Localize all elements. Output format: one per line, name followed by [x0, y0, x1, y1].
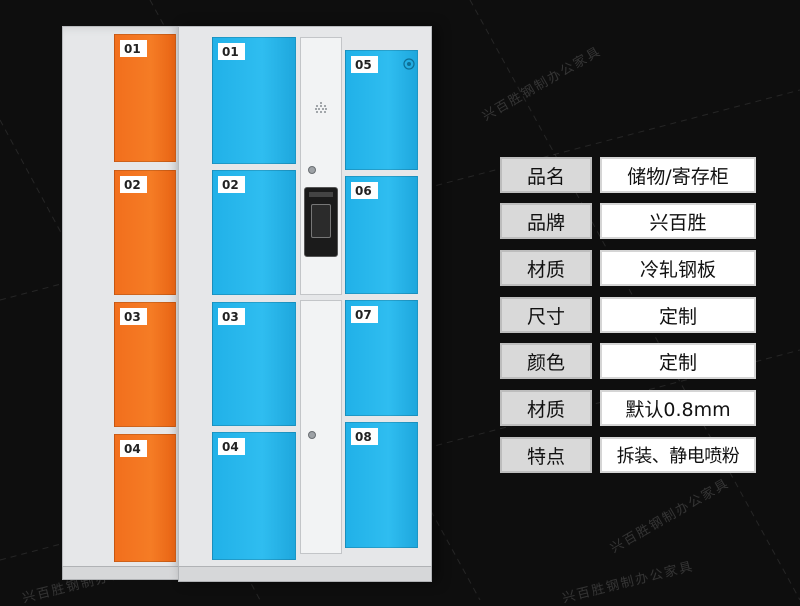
locker-door-front-01[interactable]: 01 — [212, 37, 296, 164]
locker-door-front-02[interactable]: 02 — [212, 170, 296, 295]
spec-label: 品名 — [500, 157, 592, 193]
spec-label: 尺寸 — [500, 297, 592, 333]
control-column-lower — [300, 300, 342, 554]
locker-door-left-02[interactable]: 02 — [114, 170, 176, 295]
door-number: 04 — [120, 440, 147, 457]
door-number: 02 — [218, 176, 245, 193]
locker-door-left-04[interactable]: 04 — [114, 434, 176, 562]
locker-door-front-08[interactable]: 08 — [345, 422, 418, 548]
lock-icon[interactable] — [308, 166, 316, 174]
spec-label: 材质 — [500, 390, 592, 426]
speaker-grille-icon — [315, 102, 327, 113]
locker-door-front-03[interactable]: 03 — [212, 302, 296, 426]
locker-door-left-01[interactable]: 01 — [114, 34, 176, 162]
door-number: 03 — [218, 308, 245, 325]
scanner-window — [311, 204, 331, 238]
terminal-label — [309, 192, 333, 197]
spec-label: 材质 — [500, 250, 592, 286]
spec-row: 材质 冷轧钢板 — [500, 250, 756, 286]
locker-door-front-06[interactable]: 06 — [345, 176, 418, 294]
spec-row: 特点 拆装、静电喷粉 — [500, 437, 756, 473]
locker-door-front-05[interactable]: 05 — [345, 50, 418, 170]
door-number: 02 — [120, 176, 147, 193]
door-number: 08 — [351, 428, 378, 445]
keypad-terminal-icon[interactable] — [304, 187, 338, 257]
lock-icon[interactable] — [308, 431, 316, 439]
spec-row: 材质 默认0.8mm — [500, 390, 756, 426]
spec-value: 默认0.8mm — [600, 390, 756, 426]
sensor-icon — [403, 58, 415, 70]
spec-row: 品牌 兴百胜 — [500, 203, 756, 239]
spec-value: 定制 — [600, 297, 756, 333]
door-number: 07 — [351, 306, 378, 323]
door-number: 04 — [218, 438, 245, 455]
spec-row: 颜色 定制 — [500, 343, 756, 379]
door-number: 06 — [351, 182, 378, 199]
spec-label: 特点 — [500, 437, 592, 473]
locker-left-plinth — [62, 566, 182, 580]
spec-value: 兴百胜 — [600, 203, 756, 239]
locker-door-front-07[interactable]: 07 — [345, 300, 418, 416]
spec-row: 品名 储物/寄存柜 — [500, 157, 756, 193]
locker-door-left-03[interactable]: 03 — [114, 302, 176, 427]
locker-door-front-04[interactable]: 04 — [212, 432, 296, 560]
spec-value: 定制 — [600, 343, 756, 379]
spec-label: 颜色 — [500, 343, 592, 379]
spec-value: 储物/寄存柜 — [600, 157, 756, 193]
locker-front-plinth — [178, 566, 432, 582]
spec-label: 品牌 — [500, 203, 592, 239]
spec-value: 冷轧钢板 — [600, 250, 756, 286]
door-number: 05 — [351, 56, 378, 73]
door-number: 01 — [218, 43, 245, 60]
door-number: 03 — [120, 308, 147, 325]
door-number: 01 — [120, 40, 147, 57]
spec-row: 尺寸 定制 — [500, 297, 756, 333]
spec-value: 拆装、静电喷粉 — [600, 437, 756, 473]
